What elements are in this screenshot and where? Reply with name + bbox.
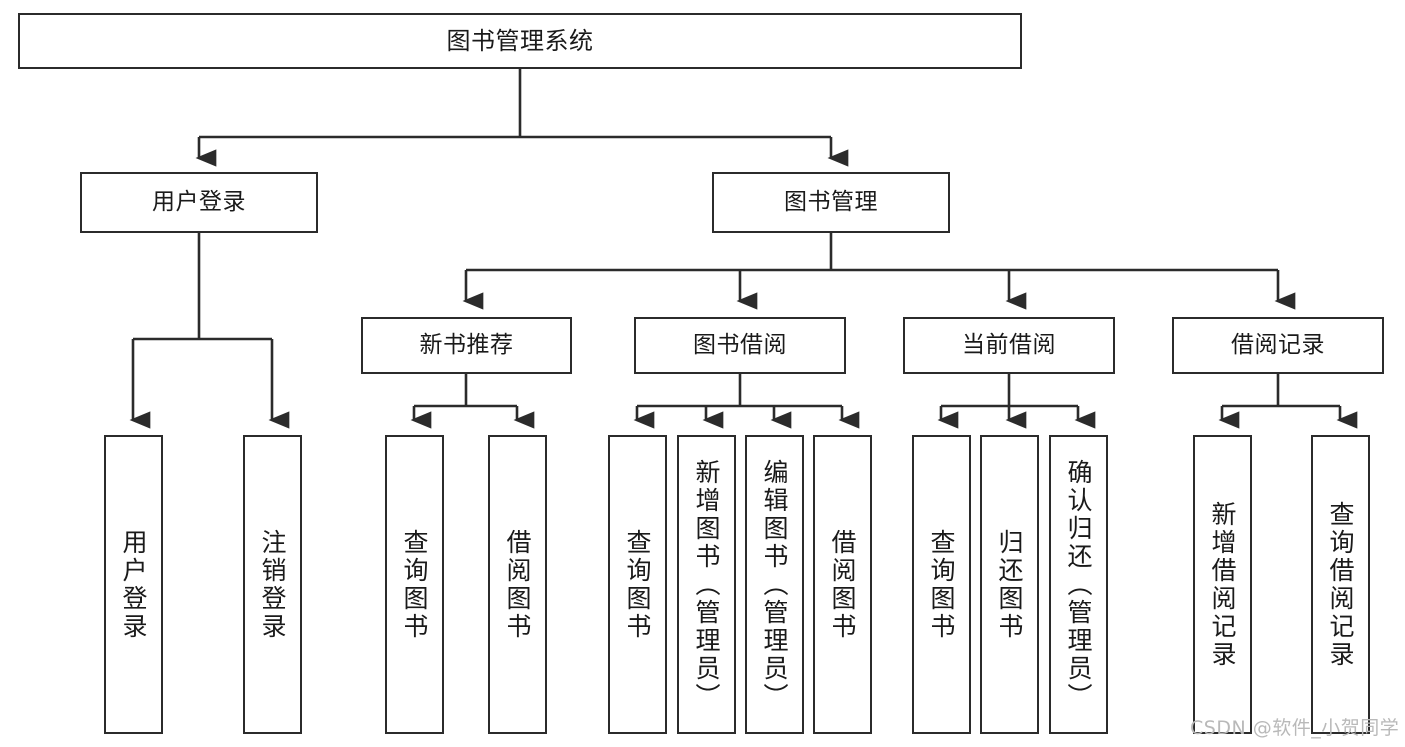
node-new-book-recommend-label: 新书推荐 (419, 331, 514, 358)
node-leaf-add-record-label: 新增借阅记录 (1208, 500, 1237, 669)
node-new-book-recommend[interactable]: 新书推荐 (361, 317, 572, 374)
node-current-borrow[interactable]: 当前借阅 (903, 317, 1115, 374)
node-leaf-query-book-2[interactable]: 查询图书 (608, 435, 667, 734)
node-leaf-query-book-3[interactable]: 查询图书 (912, 435, 971, 734)
node-leaf-user-login-label: 用户登录 (119, 528, 148, 641)
node-root-label: 图书管理系统 (446, 26, 594, 55)
node-leaf-return-book[interactable]: 归还图书 (980, 435, 1039, 734)
node-borrow-record[interactable]: 借阅记录 (1172, 317, 1384, 374)
node-leaf-user-login[interactable]: 用户登录 (104, 435, 163, 734)
csdn-watermark: CSDN @软件_小贺同学 (1190, 713, 1399, 740)
node-leaf-query-record[interactable]: 查询借阅记录 (1311, 435, 1370, 734)
node-leaf-add-record[interactable]: 新增借阅记录 (1193, 435, 1252, 734)
node-leaf-query-book-1-label: 查询图书 (400, 528, 429, 641)
node-leaf-query-book-1[interactable]: 查询图书 (385, 435, 444, 734)
node-leaf-query-record-label: 查询借阅记录 (1326, 500, 1355, 669)
node-leaf-borrow-book-1[interactable]: 借阅图书 (488, 435, 547, 734)
node-leaf-user-logout-label: 注销登录 (258, 528, 287, 641)
node-leaf-confirm-return[interactable]: 确认归还（管理员） (1049, 435, 1108, 734)
node-user-login-label: 用户登录 (152, 188, 246, 215)
node-leaf-borrow-book-2[interactable]: 借阅图书 (813, 435, 872, 734)
node-leaf-return-book-label: 归还图书 (995, 528, 1024, 641)
node-user-login[interactable]: 用户登录 (80, 172, 318, 233)
node-leaf-user-logout[interactable]: 注销登录 (243, 435, 302, 734)
node-leaf-confirm-return-label: 确认归还（管理员） (1064, 458, 1093, 711)
node-book-borrow-label: 图书借阅 (693, 331, 787, 358)
node-book-manage[interactable]: 图书管理 (712, 172, 950, 233)
node-leaf-edit-book-label: 编辑图书（管理员） (760, 458, 789, 711)
node-root[interactable]: 图书管理系统 (18, 13, 1022, 69)
node-leaf-add-book[interactable]: 新增图书（管理员） (677, 435, 736, 734)
node-leaf-query-book-3-label: 查询图书 (927, 528, 956, 641)
csdn-watermark-text: CSDN @软件_小贺同学 (1190, 717, 1400, 739)
node-leaf-edit-book[interactable]: 编辑图书（管理员） (745, 435, 804, 734)
node-leaf-borrow-book-2-label: 借阅图书 (828, 528, 857, 641)
node-book-borrow[interactable]: 图书借阅 (634, 317, 846, 374)
node-leaf-query-book-2-label: 查询图书 (623, 528, 652, 641)
node-leaf-borrow-book-1-label: 借阅图书 (503, 528, 532, 641)
node-leaf-add-book-label: 新增图书（管理员） (692, 458, 721, 711)
node-book-manage-label: 图书管理 (784, 188, 878, 215)
node-current-borrow-label: 当前借阅 (962, 331, 1056, 358)
node-borrow-record-label: 借阅记录 (1231, 331, 1325, 358)
